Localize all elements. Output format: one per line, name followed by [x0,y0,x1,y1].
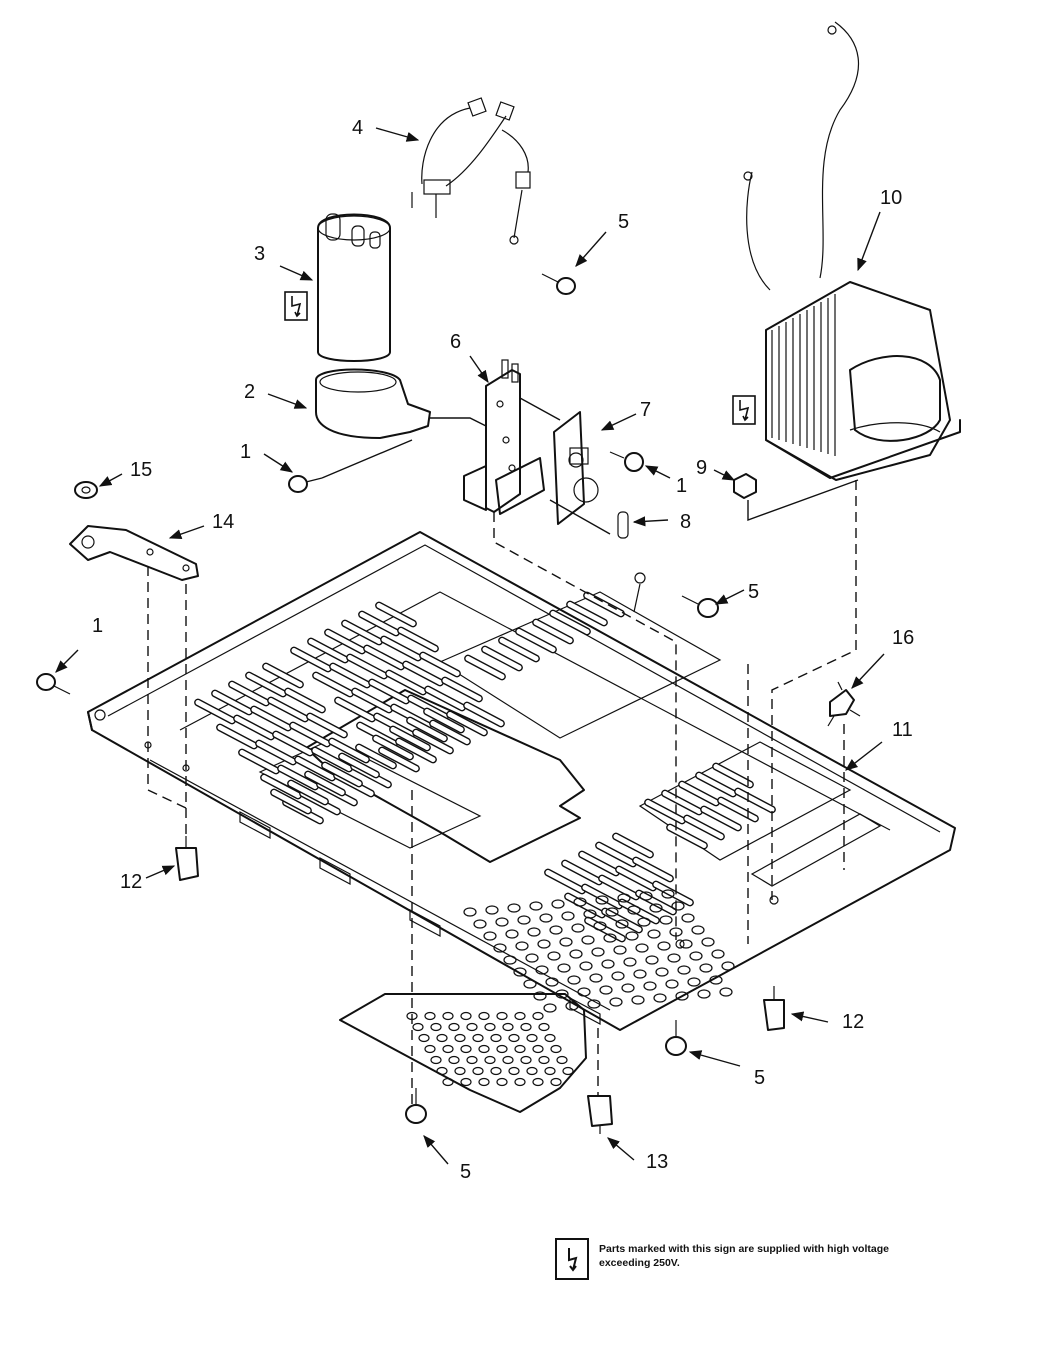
callout-16: 16 [892,627,914,649]
callout-labels: 1 1 1 2 3 4 5 5 5 5 6 7 8 9 10 11 12 12 … [92,117,914,1183]
assembly-leader-lines [147,397,859,1104]
base-plate-part [87,531,956,1031]
callout-3: 3 [254,243,265,265]
legend-note: Parts marked with this sign are supplied… [599,1243,889,1269]
switch-plate-part [553,411,629,539]
callout-12: 12 [842,1011,864,1033]
callout-5: 5 [754,1067,765,1089]
callout-15: 15 [130,459,152,481]
callout-4: 4 [352,117,363,139]
mounting-bracket-part [69,525,199,581]
callout-11: 11 [892,719,913,741]
callout-arrows [55,127,885,1165]
callout-8: 8 [680,511,691,533]
bottom-cover-plate [339,993,587,1113]
callout-6: 6 [450,331,461,353]
callout-14: 14 [212,511,234,533]
callout-10: 10 [880,187,902,209]
perforated-vent-area [463,889,735,1013]
callout-2: 2 [244,381,255,403]
callout-5: 5 [748,581,759,603]
callout-12: 12 [120,871,142,893]
capacitor-holder-part [315,368,431,439]
high-voltage-legend: Parts marked with this sign are supplied… [555,1238,935,1284]
callout-9: 9 [696,457,707,479]
vent-slots [194,591,776,943]
transformer-part [732,21,961,481]
fastener-hardware [36,273,861,1134]
capacitor-part [284,213,391,362]
callout-5: 5 [618,211,629,233]
callout-7: 7 [640,399,651,421]
callout-1: 1 [240,441,251,463]
callout-5: 5 [460,1161,471,1183]
switch-bracket-part [463,359,545,515]
wire-harness-part [411,97,531,245]
high-voltage-icon [555,1238,589,1280]
callout-1: 1 [676,475,687,497]
callout-13: 13 [646,1151,668,1173]
callout-1: 1 [92,615,103,637]
